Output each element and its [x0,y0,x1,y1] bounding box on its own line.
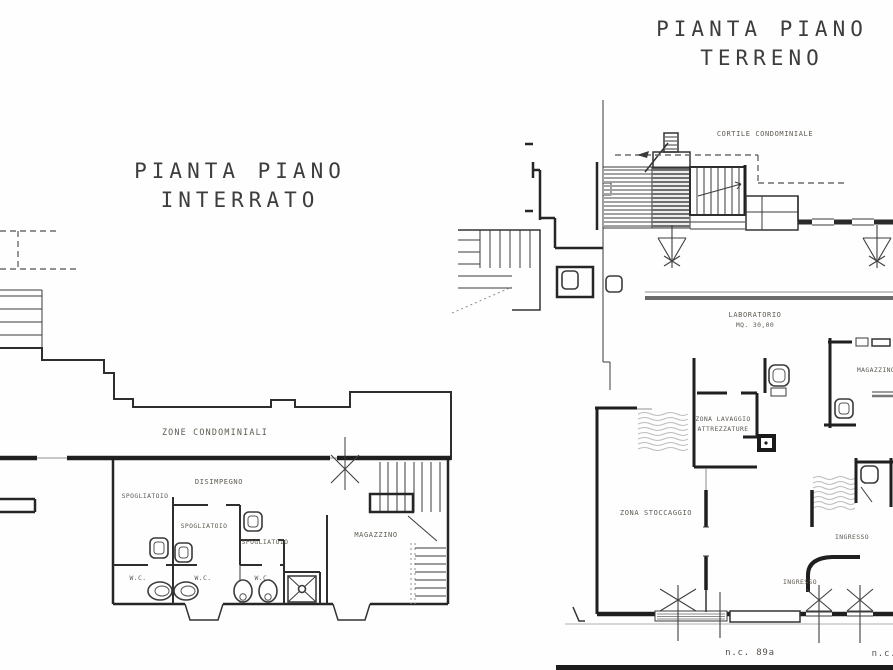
cortile-ramp [595,162,691,230]
cortile-right-wall [797,196,893,227]
dashed-lines [0,230,80,270]
section-marker-interrato [330,437,360,490]
stairs-left-edge [0,289,43,348]
sink-icons-interrato [149,511,263,563]
label-laboratorio-mq: MQ. 30,00 [736,321,774,329]
left-plan-drawing [0,230,452,621]
shower-icon [287,575,317,603]
bottom-facade [565,606,893,625]
title-terreno-line1: PIANTA PIANO [656,17,868,41]
cortile-stair [689,165,747,230]
label-zona-lavaggio-1: ZONA LAVAGGIO [695,415,750,423]
service-room [555,265,623,299]
cortile-upper-box [644,132,691,173]
outer-boundary [0,347,452,460]
label-magazzino-interrato: MAGAZZINO [354,531,397,539]
window-symbols [659,585,874,643]
scan-edge [556,665,893,670]
label-wc-3: W.C. [255,574,272,582]
title-terreno-line2: TERRENO [700,46,824,70]
label-wc-2: W.C. [195,574,212,582]
sink-icons-terreno [768,364,790,397]
label-spogliatoio-2: SPOGLIATOIO [181,522,228,530]
label-spogliatoio-1: SPOGLIATOIO [122,492,169,500]
partition-walls [113,497,328,604]
label-ingresso-2: INGRESSO [783,578,817,586]
title-interrato-line2: INTERRATO [161,188,320,212]
label-wc-1: W.C. [130,574,147,582]
curved-entrance-wall [806,555,860,592]
terreno-left-line [602,100,611,390]
room-outer-walls [111,460,450,606]
stairs-external [451,229,541,314]
cortile-steps-block [745,195,799,231]
void-symbol-left [657,225,687,268]
void-symbol-right [862,225,892,268]
label-laboratorio: LABORATORIO [729,311,782,319]
label-spogliatoio-3: SPOGLIATOIO [242,538,289,546]
corridor-stub [0,497,37,514]
label-zona-stoccaggio: ZONA STOCCAGGIO [620,509,692,517]
label-nc-89a: n.c. 89a [725,648,775,658]
lavaggio-room [692,358,776,469]
label-disimpegno: DISIMPEGNO [195,478,243,486]
label-nc-right: n.c. [872,649,893,659]
ingresso-area [806,458,893,592]
label-cortile: CORTILE CONDOMINIALE [717,130,813,138]
terreno-upper-left-walls [525,142,603,250]
toilet-icons [147,579,278,603]
right-plan-drawing [451,100,893,670]
dash-arrowhead [637,151,649,158]
label-zona-lavaggio-2: ATTREZZATURE [698,425,749,433]
stoccaggio-room [595,406,709,614]
label-ingresso-1: INGRESSO [835,533,869,541]
door-recess-left [184,603,224,621]
door-recess-right [332,603,371,621]
magazzino-terreno-room [824,337,893,428]
title-interrato-line1: PIANTA PIANO [134,159,346,183]
label-magazzino-terreno: MAGAZZINO [857,366,893,374]
stairs-magazzino [368,462,446,604]
label-zone-condominiali: ZONE CONDOMINIALI [162,427,268,437]
